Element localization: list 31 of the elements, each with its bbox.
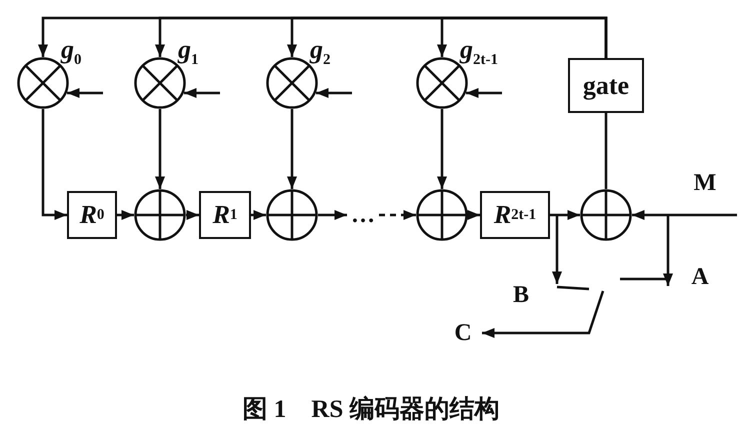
connector-arrow [437, 16, 608, 58]
connector-arrow [251, 210, 266, 220]
connector-arrow [318, 210, 347, 220]
connector-arrow [466, 88, 502, 98]
signal-label: B [508, 280, 534, 310]
coefficient-label: g$_{2t-1}$ [460, 35, 498, 70]
connector-arrow [663, 215, 673, 286]
connector-arrow [550, 210, 580, 220]
coefficient-label: g$_{2}$ [310, 35, 330, 70]
connector-arrow [316, 88, 352, 98]
connector-arrow [155, 109, 165, 189]
connector-arrow [437, 109, 447, 189]
connector-arrow [67, 88, 103, 98]
connector-arrow [632, 210, 737, 220]
connector-arrow [186, 210, 199, 220]
connector-arrow [287, 109, 297, 189]
figure-caption: 图 1 RS 编码器的结构 [242, 394, 500, 425]
connector-arrow [552, 215, 562, 284]
coefficient-label: g$_{1}$ [178, 35, 198, 70]
connector-arrow [468, 210, 480, 220]
gate-box: gate [568, 58, 644, 113]
connector-arrow [42, 109, 67, 220]
signal-label: C [450, 318, 476, 348]
signal-label: M [690, 168, 720, 198]
connector-arrow [117, 210, 134, 220]
coefficient-label: g$_{0}$ [61, 35, 82, 70]
connector-arrow [482, 290, 604, 338]
connector-arrow [184, 88, 220, 98]
connector-arrow [379, 210, 416, 220]
ellipsis-label: … [347, 201, 379, 229]
signal-label: A [686, 262, 714, 292]
